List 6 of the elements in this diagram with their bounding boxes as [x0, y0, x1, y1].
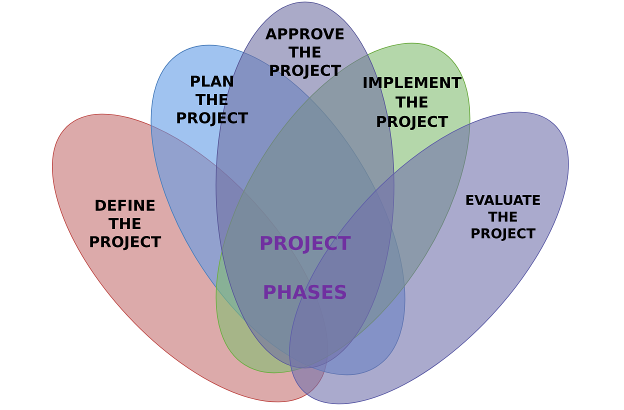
center-title: PROJECT PHASES [260, 236, 351, 300]
phase-label: DEFINE THE PROJECT [90, 200, 162, 250]
phase-label: PLAN THE PROJECT [177, 76, 248, 126]
phase-label: APPROVE THE PROJECT [265, 28, 344, 79]
phase-label: EVALUATE THE PROJECT [466, 195, 540, 241]
phase-label: IMPLEMENT THE PROJECT [364, 77, 462, 130]
